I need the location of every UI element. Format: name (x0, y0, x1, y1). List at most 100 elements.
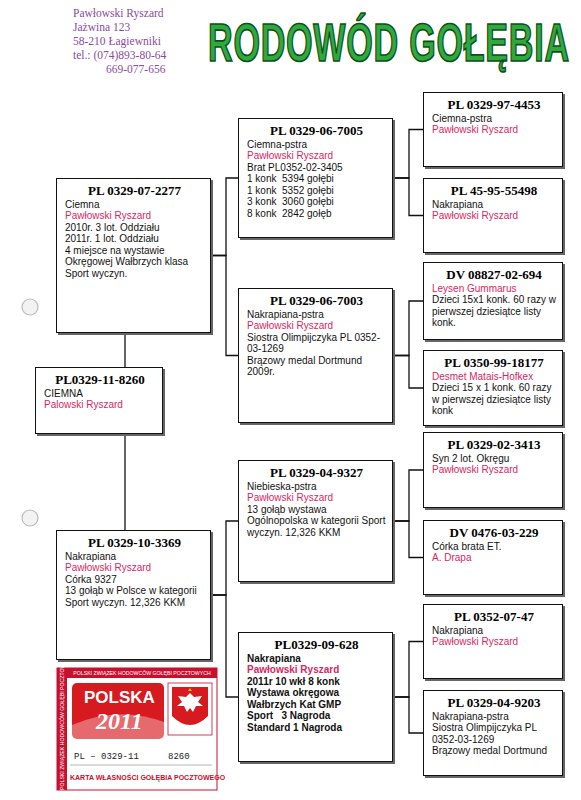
pigeon-note: Córka brata ET. (432, 541, 556, 553)
pedigree-link (395, 130, 423, 179)
breeder-name: Pawłowski Ryszard (65, 210, 204, 222)
pigeon-note: 2011r. 1 lot. Oddziału (65, 233, 204, 245)
ownership-card (57, 668, 217, 790)
breeder-name: Pawłowski Ryszard (432, 124, 556, 136)
pedigree-box: PL0329-09-628NakrapianaPawłowski Ryszard… (238, 632, 393, 762)
pedigree-box: PL 0350-99-18177Desmet Matais-HofkexDzie… (423, 350, 563, 426)
ring-number: PL0329-09-628 (247, 637, 386, 653)
pedigree-box: DV 08827-02-694Leysen GummarusDzieci 15x… (423, 262, 563, 340)
header-text: Pawłowski Ryszard (73, 8, 164, 20)
pigeon-note: Nakrapiana-pstra (247, 309, 386, 321)
pigeon-note: Ciemna-pstra (247, 139, 386, 151)
eagle-emblem (177, 693, 203, 712)
pigeon-note: 13 gołąb wystawa Ogólnopolska w kategori… (247, 504, 386, 539)
pigeon-note: Standard 1 Nagroda (247, 722, 386, 734)
pedigree-box: PL 0329-04-9203Nakrapiana-pstraSiostra O… (423, 690, 563, 776)
pigeon-note: 3 konk 3060 gołębi (247, 196, 386, 208)
emblem-shield (172, 687, 208, 725)
pigeon-note: Nakrapiana (432, 199, 556, 211)
header-text: 58-210 Łagiewniki (73, 36, 161, 48)
pedigree-link (395, 697, 423, 733)
header-text: tel.: (074)893-80-64 (73, 50, 166, 62)
ring-number: DV 08827-02-694 (432, 267, 556, 283)
pedigree-link (213, 521, 238, 595)
pigeon-note: Nakrapiana (432, 625, 556, 637)
pigeon-note: 4 miejsce na wystawie Okręgowej Wałbrzyc… (65, 245, 204, 280)
pigeon-note: Nakrapiana (247, 653, 386, 665)
pedigree-link (213, 595, 238, 697)
card-body (57, 668, 217, 790)
pigeon-note: 2011r 10 wkł 8 konk (247, 676, 386, 688)
header-text: 669-077-656 (106, 64, 165, 76)
breeder-name: Pawłowski Ryszard (247, 320, 386, 332)
pigeon-note: 1 konk 5394 gołębi (247, 173, 386, 185)
pedigree-link (213, 178, 238, 256)
card-line (70, 765, 212, 766)
pedigree-link (395, 470, 423, 521)
pigeon-note: Siostra Olimpijczyka PL 0352-03-1269 (432, 722, 556, 745)
pigeon-note: Brązowy medal Dortmund 2009r. (247, 355, 386, 378)
pedigree-link (124, 434, 125, 530)
pigeon-note: Nakrapiana-pstra (432, 711, 556, 723)
breeder-name: Pawłowski Ryszard (65, 562, 204, 574)
pedigree-box: DV 0476-03-229Córka brata ET.A. Drapa (423, 520, 563, 595)
pigeon-note: Sport 3 Nagroda (247, 710, 386, 722)
pedigree-link (395, 178, 423, 216)
card-top-strip (57, 668, 217, 678)
page-title: RODOWÓD GOŁĘBIA (208, 16, 570, 69)
pigeon-note: Dzieci 15x1 konk. 60 razy w pierwszej dz… (432, 294, 556, 329)
breeder-name: Pawłowski Ryszard (247, 492, 386, 504)
card-side-strip (57, 668, 67, 790)
pedigree-box: PL 0329-06-7005Ciemna-pstraPawłowski Rys… (238, 118, 393, 238)
card-border-text: POLSKI ZWIĄZEK HODOWCÓW GOŁĘBI POCZTOWYC… (57, 668, 67, 790)
pigeon-note: Dzieci 15 x 1 konk. 60 razy w pierwszej … (432, 382, 556, 417)
pigeon-note: CIEMNA (44, 388, 156, 400)
ring-number: PL 0352-07-47 (432, 609, 556, 625)
pigeon-note: Ciemna-pstra (432, 113, 556, 125)
pigeon-note: 8 konk 2842 gołęb (247, 208, 386, 220)
breeder-name: Palowski Ryszard (44, 399, 156, 411)
card-caption: KARTA WŁASNOŚCI GOŁĘBIA POCZTOWEGO (70, 774, 225, 781)
ring-number: PL 0329-97-4453 (432, 97, 556, 113)
card-ring-number: PL – 0329-11 (74, 752, 139, 762)
binder-hole (22, 299, 38, 315)
pigeon-note: 13 gołąb w Polsce w kategorii Sport wycz… (65, 585, 204, 608)
pedigree-box: PL 0329-06-7003Nakrapiana-pstraPawłowski… (238, 288, 393, 423)
card-ring-number: 8260 (168, 752, 190, 762)
pigeon-note: Brat PL0352-02-3405 (247, 162, 386, 174)
pedigree-link (213, 256, 238, 356)
ring-number: PL 45-95-55498 (432, 183, 556, 199)
pedigree-box: PL 0329-07-2277CiemnaPawłowski Ryszard20… (56, 178, 211, 333)
ring-number: PL 0329-04-9203 (432, 695, 556, 711)
emblem-frame (168, 683, 212, 735)
pigeon-note: Siostra Olimpijczyka PL 0352-03-1269 (247, 332, 386, 355)
breeder-name: Pawłowski Ryszard (432, 464, 556, 476)
ring-number: PL 0329-06-7005 (247, 123, 386, 139)
ring-number: PL 0329-04-9327 (247, 465, 386, 481)
pedigree-box: PL0329-11-8260CIEMNAPalowski Ryszard (35, 367, 163, 434)
pigeon-note: Niebieska-pstra (247, 481, 386, 493)
pigeon-note: Syn 2 lot. Okręgu (432, 453, 556, 465)
pigeon-note: Brązowy medal Dortmund (432, 745, 556, 757)
pigeon-note: 1 konk 5352 gołębi (247, 185, 386, 197)
ring-number: DV 0476-03-229 (432, 525, 556, 541)
card-year: 2011 (96, 708, 143, 735)
pigeon-note: Nakrapiana (65, 551, 204, 563)
pedigree-box: PL 0352-07-47NakrapianaPawłowski Ryszard (423, 604, 563, 679)
breeder-name: Pawłowski Ryszard (247, 664, 386, 676)
pigeon-note: 2010r. 3 lot. Oddziału (65, 222, 204, 234)
header-text: Jażwina 123 (73, 22, 130, 34)
pedigree-link (124, 333, 125, 367)
pigeon-note: Ciemna (65, 199, 204, 211)
pigeon-note: Córka 9327 (65, 574, 204, 586)
card-border-text: POLSKI ZWIĄZEK HODOWCÓW GOŁĘBI POCZTOWYC… (67, 668, 217, 678)
pedigree-box: PL 0329-02-3413Syn 2 lot. OkręguPawłowsk… (423, 432, 563, 508)
pedigree-link (395, 642, 423, 698)
eagle-crown (188, 688, 192, 691)
breeder-name: Pawłowski Ryszard (247, 150, 386, 162)
ring-number: PL 0329-10-3369 (65, 535, 204, 551)
ring-number: PL 0350-99-18177 (432, 355, 556, 371)
ring-number: PL 0329-06-7003 (247, 293, 386, 309)
ring-number: PL0329-11-8260 (44, 372, 156, 388)
